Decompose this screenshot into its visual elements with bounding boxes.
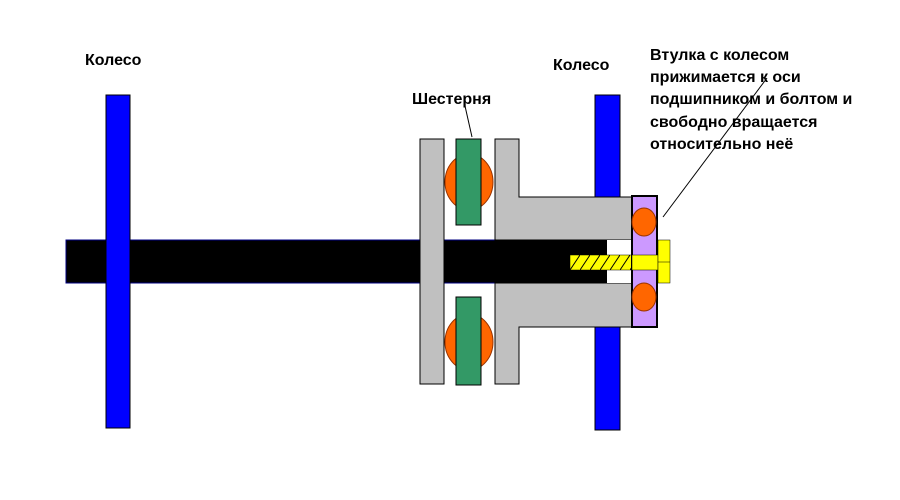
- right-wheel-lower: [594, 325, 621, 431]
- right-wheel-label: Колесо: [553, 57, 610, 74]
- gap-top: [607, 240, 632, 255]
- end-bearing-ball-top: [631, 207, 657, 237]
- gear-leader-line: [464, 105, 473, 138]
- note-line-5: относительно неё: [650, 136, 793, 153]
- left-wheel: [105, 94, 131, 429]
- gear-label: Шестерня: [412, 91, 491, 108]
- note-line-3: подшипником и болтом и: [650, 91, 852, 108]
- note-line-2: прижимается к оси: [650, 69, 801, 86]
- bolt-thread: [569, 254, 633, 271]
- right-wheel-upper: [594, 94, 621, 198]
- note-leader-line: [662, 77, 768, 218]
- gear-top: [455, 138, 482, 226]
- end-bearing-ball-bottom: [631, 282, 657, 312]
- gear-bottom: [455, 296, 482, 386]
- left-wheel-label: Колесо: [85, 52, 142, 69]
- gap-bottom: [607, 270, 632, 283]
- note-line-4: свободно вращается: [650, 114, 817, 131]
- note-line-1: Втулка с колесом: [650, 47, 789, 64]
- hub-left-plate: [419, 138, 445, 385]
- bolt-shank: [631, 254, 659, 271]
- bolt-head: [657, 239, 671, 284]
